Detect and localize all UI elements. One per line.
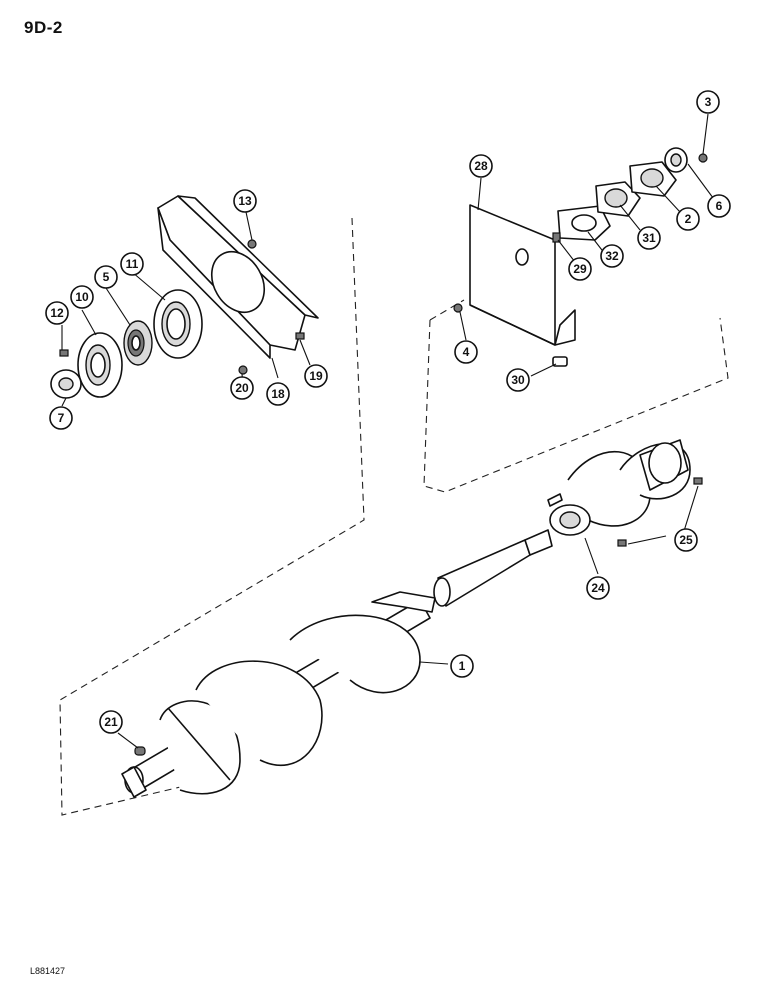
bolt-29 bbox=[552, 232, 561, 243]
svg-text:21: 21 bbox=[104, 715, 118, 729]
callout-32: 32 bbox=[600, 244, 624, 268]
svg-text:25: 25 bbox=[679, 533, 693, 547]
left-assembly-outline bbox=[59, 217, 365, 816]
svg-text:31: 31 bbox=[642, 231, 656, 245]
collar-6 bbox=[664, 147, 688, 173]
callout-7: 7 bbox=[49, 406, 73, 430]
svg-text:4: 4 bbox=[463, 345, 470, 359]
callout-20: 20 bbox=[230, 376, 254, 400]
callout-24: 24 bbox=[586, 576, 610, 600]
callout-31: 31 bbox=[637, 226, 661, 250]
callout-28: 28 bbox=[469, 154, 493, 178]
drive-shaft bbox=[433, 529, 553, 607]
callout-4: 4 bbox=[454, 340, 478, 364]
key-21 bbox=[134, 746, 146, 756]
gasket-32 bbox=[557, 205, 611, 241]
svg-text:12: 12 bbox=[50, 306, 64, 320]
callout-19: 19 bbox=[304, 364, 328, 388]
right-assembly-connector bbox=[429, 299, 465, 321]
bearing-flange-11 bbox=[153, 289, 203, 359]
collar-7 bbox=[50, 369, 82, 399]
svg-text:5: 5 bbox=[103, 270, 110, 284]
svg-text:1: 1 bbox=[459, 659, 466, 673]
callout-21: 21 bbox=[99, 710, 123, 734]
svg-text:29: 29 bbox=[573, 262, 587, 276]
bearing-flange-31 bbox=[595, 181, 641, 217]
svg-text:13: 13 bbox=[238, 194, 252, 208]
svg-text:10: 10 bbox=[75, 290, 89, 304]
callout-18: 18 bbox=[266, 382, 290, 406]
callout-25: 25 bbox=[674, 528, 698, 552]
svg-text:11: 11 bbox=[126, 257, 139, 271]
callout-6: 6 bbox=[707, 194, 731, 218]
svg-text:2: 2 bbox=[685, 212, 692, 226]
leader-lines bbox=[61, 113, 720, 749]
svg-text:7: 7 bbox=[58, 411, 65, 425]
svg-text:18: 18 bbox=[271, 387, 285, 401]
svg-text:6: 6 bbox=[716, 199, 723, 213]
set-screw-25a bbox=[693, 477, 703, 485]
drawing-reference-code: L881427 bbox=[30, 966, 66, 976]
bolt-19 bbox=[295, 332, 305, 340]
page-label: 9D-2 bbox=[24, 18, 63, 37]
callout-10: 10 bbox=[70, 285, 94, 309]
callout-3: 3 bbox=[696, 90, 720, 114]
callout-12: 12 bbox=[45, 301, 69, 325]
callout-13: 13 bbox=[233, 189, 257, 213]
callout-30: 30 bbox=[506, 368, 530, 392]
set-screw-25b bbox=[617, 539, 627, 547]
svg-text:32: 32 bbox=[605, 249, 619, 263]
bearing-flange-2 bbox=[629, 161, 677, 197]
auger-short-section bbox=[547, 439, 691, 536]
svg-text:24: 24 bbox=[591, 581, 605, 595]
bearing-flange-10 bbox=[77, 332, 123, 398]
bolt-12 bbox=[59, 349, 69, 357]
main-auger bbox=[121, 591, 436, 798]
bearing-5 bbox=[123, 320, 153, 366]
nut-4 bbox=[453, 303, 463, 313]
nut-13 bbox=[247, 239, 257, 249]
svg-text:3: 3 bbox=[705, 95, 712, 109]
nut-20 bbox=[238, 365, 248, 375]
nut-30 bbox=[552, 356, 568, 367]
callout-29: 29 bbox=[568, 257, 592, 281]
right-mounting-plate bbox=[469, 204, 576, 346]
svg-text:28: 28 bbox=[474, 159, 488, 173]
callout-1: 1 bbox=[450, 654, 474, 678]
callout-2: 2 bbox=[676, 207, 700, 231]
svg-text:30: 30 bbox=[511, 373, 525, 387]
bolt-3 bbox=[698, 153, 708, 163]
left-mounting-bracket bbox=[157, 195, 319, 359]
callout-11: 11 bbox=[120, 252, 144, 276]
callout-5: 5 bbox=[94, 265, 118, 289]
right-assembly-outline bbox=[423, 317, 729, 493]
svg-text:20: 20 bbox=[235, 381, 249, 395]
svg-text:19: 19 bbox=[309, 369, 323, 383]
